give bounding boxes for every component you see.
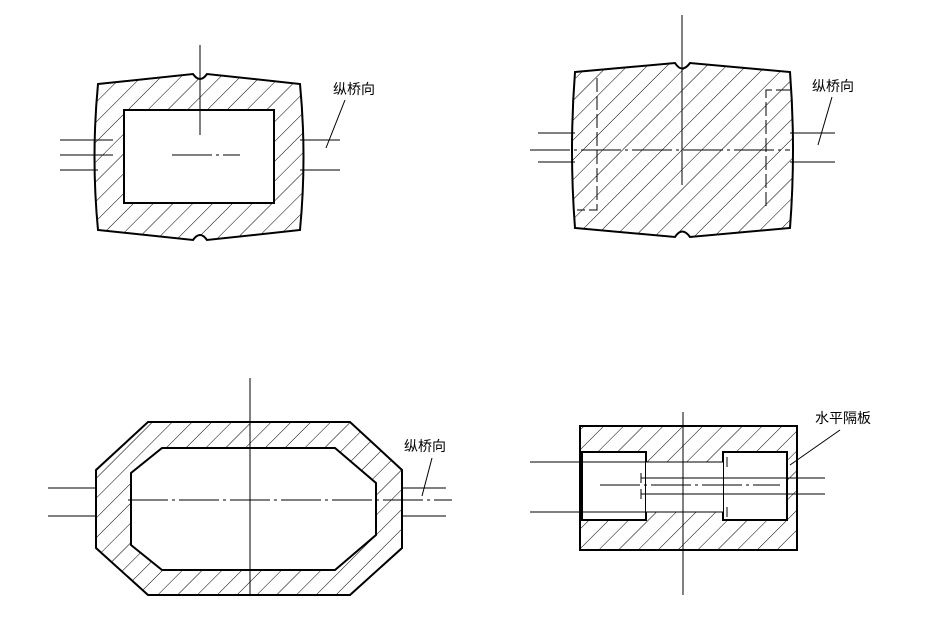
leader-line bbox=[325, 99, 346, 149]
figure-top-left: 纵桥向 bbox=[60, 45, 375, 242]
leader-line bbox=[817, 96, 833, 146]
leader-line bbox=[789, 429, 841, 466]
figure-bottom-left: 纵桥向 bbox=[48, 378, 452, 596]
leader-line bbox=[421, 457, 433, 497]
direction-label: 纵桥向 bbox=[333, 82, 375, 98]
hollow-section-walls bbox=[93, 72, 305, 242]
inner-right-dashed-outline bbox=[765, 89, 790, 210]
figure-top-right: 纵桥向 bbox=[530, 15, 854, 239]
direction-label: 纵桥向 bbox=[404, 439, 446, 455]
figure-bottom-right: 水平隔板 bbox=[530, 411, 871, 595]
center-void bbox=[646, 462, 723, 512]
diaphragm-label: 水平隔板 bbox=[815, 411, 871, 427]
octagonal-section-walls bbox=[95, 421, 403, 596]
inner-left-dashed-outline bbox=[577, 78, 598, 211]
direction-label: 纵桥向 bbox=[812, 79, 854, 95]
